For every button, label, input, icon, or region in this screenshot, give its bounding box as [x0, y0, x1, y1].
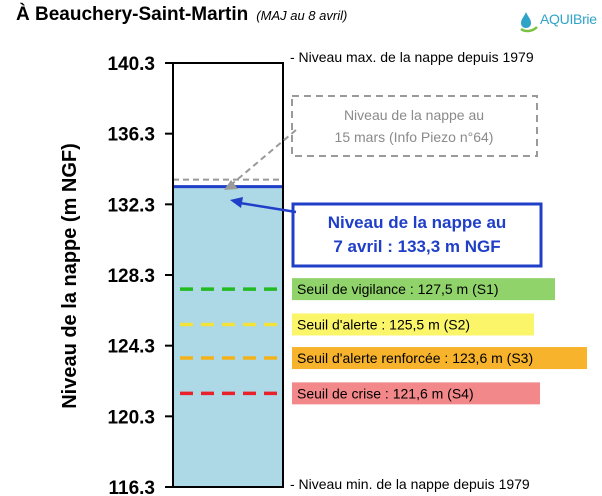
- min-level-note: - Niveau min. de la nappe depuis 1979: [290, 476, 530, 492]
- aquibrie-logo: AQUIBrie: [518, 8, 597, 34]
- threshold-label-s4: Seuil de crise : 121,6 m (S4): [297, 385, 474, 401]
- previous-label-line1: Niveau de la nappe au: [344, 107, 484, 123]
- current-callout-arrow: [239, 201, 297, 214]
- y-tick-label: 136.3: [107, 125, 155, 146]
- threshold-box-s1: [292, 278, 555, 301]
- current-arrow-head: [230, 197, 243, 208]
- threshold-label-s1: Seuil de vigilance : 127,5 m (S1): [297, 281, 499, 297]
- current-label-line2: 7 avril : 133,3 m NGF: [333, 237, 500, 256]
- current-level-fill: [173, 186, 283, 487]
- threshold-label-s3: Seuil d'alerte renforcée : 123,6 m (S3): [297, 350, 533, 366]
- y-tick-label: 128.3: [107, 266, 155, 287]
- threshold-box-s3: [292, 347, 587, 370]
- previous-level-callout: [291, 95, 538, 157]
- current-label-line1: Niveau de la nappe au: [328, 213, 507, 232]
- threshold-box-s4: [292, 382, 540, 405]
- chart-title: À Beauchery-Saint-Martin (MAJ au 8 avril): [16, 4, 347, 26]
- water-droplet-icon: [520, 12, 538, 33]
- y-tick-label: 120.3: [107, 407, 155, 428]
- y-axis-title: Niveau de la nappe (m NGF): [59, 143, 81, 409]
- current-level-callout: [291, 202, 543, 268]
- title-main: À Beauchery-Saint-Martin: [16, 4, 249, 25]
- previous-label-line2: 15 mars (Info Piezo n°64): [335, 129, 494, 145]
- y-tick-label: 132.3: [107, 195, 155, 216]
- logo-text: AQUIBrie: [540, 11, 597, 27]
- threshold-box-s2: [292, 313, 534, 336]
- y-tick-label: 140.3: [107, 54, 155, 75]
- previous-arrow-head: [224, 180, 238, 190]
- title-subtitle: (MAJ au 8 avril): [256, 8, 348, 23]
- threshold-label-s2: Seuil d'alerte : 125,5 m (S2): [297, 316, 470, 332]
- previous-callout-arrow: [231, 129, 297, 185]
- y-tick-label: 116.3: [109, 478, 156, 496]
- y-tick-label: 124.3: [107, 337, 155, 358]
- max-level-note: - Niveau max. de la nappe depuis 1979: [290, 49, 534, 65]
